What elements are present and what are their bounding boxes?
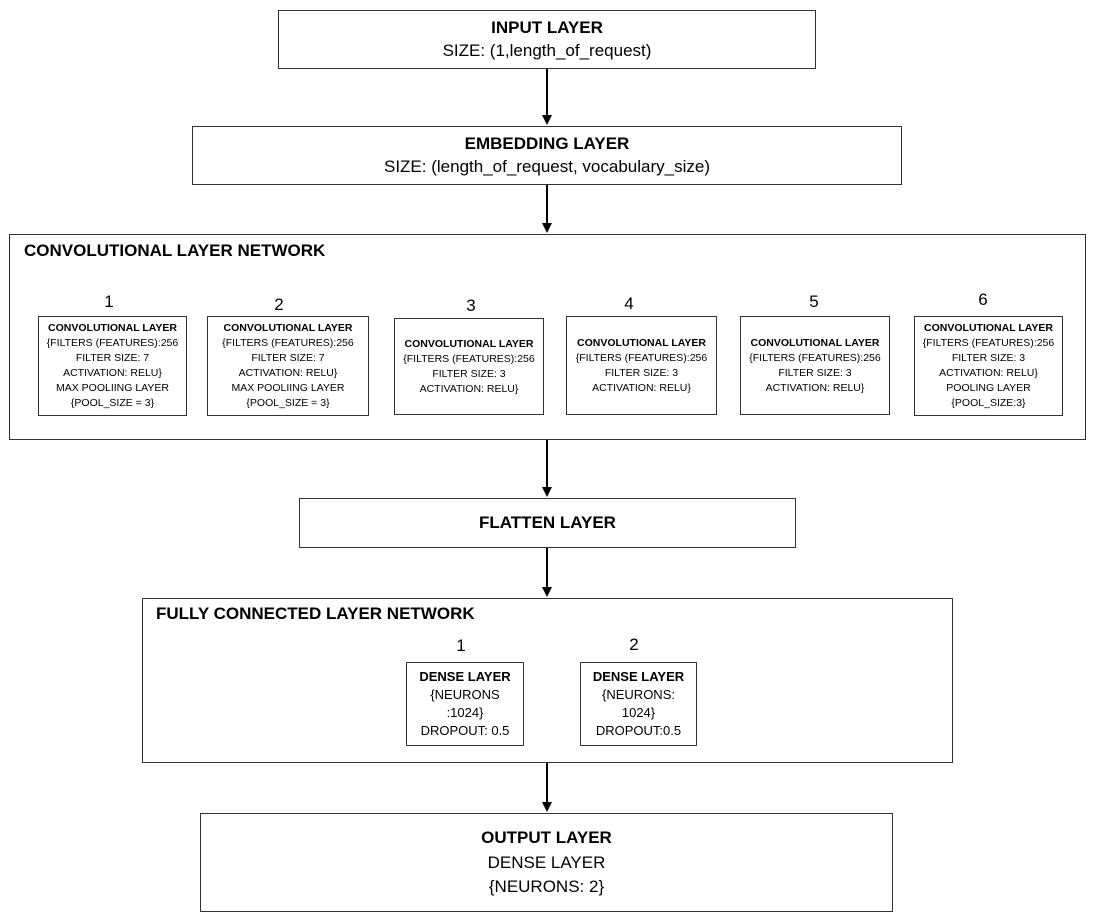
conv-layer-line: FILTER SIZE: 3 xyxy=(951,352,1026,364)
conv-layer-box: CONVOLUTIONAL LAYER {FILTERS (FEATURES):… xyxy=(38,316,187,416)
dense-layer-number: 1 xyxy=(456,636,466,655)
conv-layer-line: ACTIVATION: RELU} xyxy=(63,367,162,379)
conv-layer-title: CONVOLUTIONAL LAYER xyxy=(48,322,177,334)
conv-layer-line: {FILTERS (FEATURES):256 xyxy=(749,351,881,364)
conv-layer-box: CONVOLUTIONAL LAYER {FILTERS (FEATURES):… xyxy=(914,316,1063,416)
conv-network-title: CONVOLUTIONAL LAYER NETWORK xyxy=(24,241,326,260)
conv-layer-title: CONVOLUTIONAL LAYER xyxy=(223,322,353,334)
flatten-layer-box: FLATTEN LAYER xyxy=(299,498,796,548)
fc-network-title: FULLY CONNECTED LAYER NETWORK xyxy=(156,604,475,623)
dense-layer-box: DENSE LAYER {NEURONS: 1024} DROPOUT:0.5 xyxy=(580,662,697,746)
conv-layer-line: FILTER SIZE: 7 xyxy=(75,352,150,364)
embedding-layer-title: EMBEDDING LAYER xyxy=(464,133,630,153)
conv-layer-title: CONVOLUTIONAL LAYER xyxy=(924,322,1053,334)
conv-layer-line: {FILTERS (FEATURES):256 xyxy=(922,337,1055,349)
conv-layer-line: POOLING LAYER xyxy=(946,382,1031,394)
conv-layer-title: CONVOLUTIONAL LAYER xyxy=(750,336,880,349)
dense-layer-line: DROPOUT:0.5 xyxy=(595,723,682,738)
embedding-layer-box: EMBEDDING LAYER SIZE: (length_of_request… xyxy=(192,126,902,185)
conv-network-box xyxy=(9,234,1086,440)
flatten-layer-title: FLATTEN LAYER xyxy=(479,513,616,532)
conv-layer-line: FILTER SIZE: 7 xyxy=(251,352,325,364)
embedding-layer-size: SIZE: (length_of_request, vocabulary_siz… xyxy=(383,156,710,176)
conv-layer-number: 1 xyxy=(104,292,114,311)
conv-layer-number: 6 xyxy=(978,290,988,309)
conv-layer-line: ACTIVATION: RELU} xyxy=(765,381,865,394)
conv-layer-line: FILTER SIZE: 3 xyxy=(604,366,679,379)
conv-layer-line: {POOL_SIZE:3} xyxy=(951,397,1026,409)
dense-layer-title: DENSE LAYER xyxy=(592,669,685,684)
conv-layer-line: ACTIVATION: RELU} xyxy=(419,382,519,395)
conv-layer-line: FILTER SIZE: 3 xyxy=(432,367,506,380)
conv-layer-line: MAX POOLIING LAYER xyxy=(231,382,345,394)
conv-layer-line: ACTIVATION: RELU} xyxy=(238,367,338,379)
conv-layer-box: CONVOLUTIONAL LAYER {FILTERS (FEATURES):… xyxy=(740,316,890,415)
conv-layer-box: CONVOLUTIONAL LAYER {FILTERS (FEATURES):… xyxy=(566,316,717,415)
dense-layer-line: {NEURONS xyxy=(430,687,500,702)
fc-network-box xyxy=(142,598,953,763)
output-layer-title: OUTPUT LAYER xyxy=(481,827,612,847)
dense-layer-line: {NEURONS: xyxy=(602,687,675,702)
conv-layer-line: {POOL_SIZE = 3} xyxy=(246,397,330,409)
conv-layer-box: CONVOLUTIONAL LAYER {FILTERS (FEATURES):… xyxy=(207,316,369,416)
input-layer-title: INPUT LAYER xyxy=(491,17,603,37)
conv-layer-number: 4 xyxy=(624,294,634,313)
dense-layer-line: :1024} xyxy=(446,705,484,720)
dense-layer-number: 2 xyxy=(629,635,639,654)
output-layer-line: {NEURONS: 2} xyxy=(488,876,605,896)
conv-layer-line: {FILTERS (FEATURES):256 xyxy=(403,352,535,365)
conv-layer-title: CONVOLUTIONAL LAYER xyxy=(404,337,534,350)
output-layer-box: OUTPUT LAYER DENSE LAYER {NEURONS: 2} xyxy=(200,813,893,912)
conv-layer-box: CONVOLUTIONAL LAYER {FILTERS (FEATURES):… xyxy=(394,318,544,415)
conv-layer-number: 5 xyxy=(809,292,819,311)
conv-layer-number: 3 xyxy=(466,296,476,315)
dense-layer-title: DENSE LAYER xyxy=(419,669,511,684)
conv-layer-line: MAX POOLIING LAYER xyxy=(55,382,169,394)
conv-layer-line: {POOL_SIZE = 3} xyxy=(70,397,155,409)
dense-layer-line: DROPOUT: 0.5 xyxy=(420,723,510,738)
input-layer-size: SIZE: (1,length_of_request) xyxy=(442,40,652,60)
conv-layer-line: {FILTERS (FEATURES):256 xyxy=(222,337,354,349)
conv-layer-title: CONVOLUTIONAL LAYER xyxy=(577,336,706,349)
conv-layer-number: 2 xyxy=(274,295,284,314)
conv-layer-line: ACTIVATION: RELU} xyxy=(939,367,1038,379)
dense-layer-line: 1024} xyxy=(621,705,656,720)
input-layer-box: INPUT LAYER SIZE: (1,length_of_request) xyxy=(278,10,816,69)
conv-layer-line: FILTER SIZE: 3 xyxy=(778,366,852,379)
dense-layer-box: DENSE LAYER {NEURONS :1024} DROPOUT: 0.5 xyxy=(406,662,524,746)
conv-layer-line: ACTIVATION: RELU} xyxy=(592,381,691,394)
conv-layer-line: {FILTERS (FEATURES):256 xyxy=(46,337,179,349)
conv-layer-line: {FILTERS (FEATURES):256 xyxy=(575,351,708,364)
output-layer-line: DENSE LAYER xyxy=(487,852,606,872)
